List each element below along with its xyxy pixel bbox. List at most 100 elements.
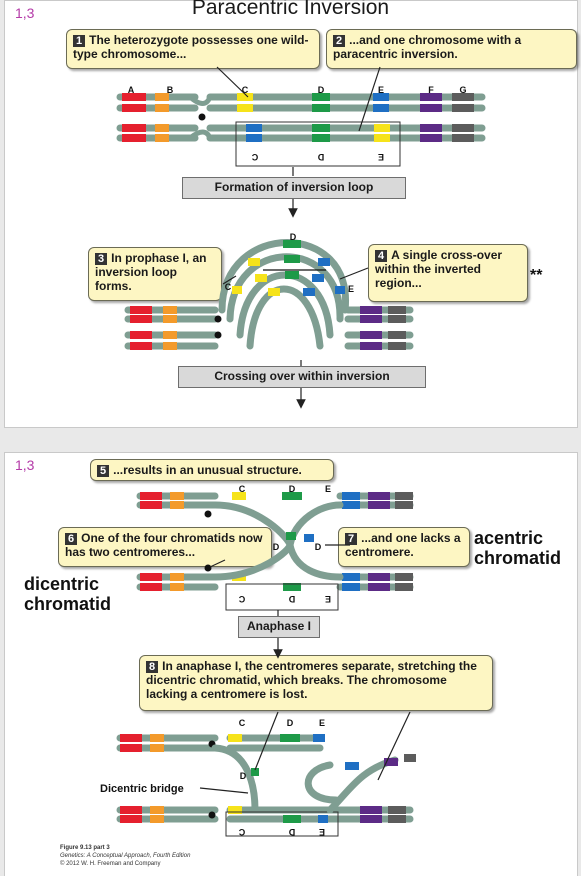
leader-line: [254, 711, 279, 771]
gene-band: [312, 93, 330, 101]
gene-band: [248, 258, 260, 266]
gene-label-inverted: D: [317, 152, 324, 162]
gene-band: [170, 583, 184, 591]
callout-number: 4: [375, 250, 388, 262]
gene-label-inverted: E: [319, 827, 325, 837]
dicentric-bridge: [211, 744, 259, 814]
gene-band: [246, 124, 262, 132]
gene-band: [342, 583, 360, 591]
gene-band: [388, 806, 406, 814]
gene-label-inverted: C: [251, 152, 258, 162]
gene-band: [170, 501, 184, 509]
callout-text: In anaphase I, the centromeres separate,…: [146, 659, 477, 701]
callout-number: 7: [345, 533, 358, 545]
gene-band: [232, 492, 246, 500]
gene-band: [232, 286, 242, 294]
gene-band: [280, 734, 300, 742]
callout-number: 8: [146, 661, 159, 673]
callout-number: 1: [73, 35, 86, 47]
gene-band: [286, 532, 296, 540]
gene-band: [150, 734, 164, 742]
gene-band: [140, 501, 162, 509]
gene-band: [452, 93, 474, 101]
gene-band: [150, 806, 164, 814]
gene-label: C: [239, 484, 246, 494]
gene-band: [251, 768, 259, 776]
callout-number: 6: [65, 533, 78, 545]
centromere: [204, 564, 212, 572]
gene-band: [345, 762, 359, 770]
leader-line: [377, 711, 411, 781]
gene-band: [395, 583, 413, 591]
gene-band: [120, 815, 142, 823]
callout-7: 7...and one lacks a centromere.: [338, 527, 470, 567]
gene-band: [395, 492, 413, 500]
gene-band: [282, 492, 302, 500]
gene-band: [283, 815, 301, 823]
gene-label-inverted: C: [238, 594, 245, 604]
gene-band: [395, 573, 413, 581]
gene-band: [452, 134, 474, 142]
gene-band: [155, 124, 169, 132]
gene-band: [360, 306, 382, 314]
gene-band: [285, 271, 299, 279]
figure-caption-title: Figure 9.13 part 3: [60, 845, 110, 851]
gene-band: [360, 342, 382, 350]
gene-band: [368, 492, 390, 500]
callout-text: ...results in an unusual structure.: [113, 463, 302, 477]
callout-text: In prophase I, an inversion loop forms.: [95, 251, 207, 293]
gene-band: [452, 124, 474, 132]
gene-band: [163, 342, 177, 350]
gene-band: [228, 806, 242, 814]
gene-band: [170, 573, 184, 581]
gene-label: D: [318, 85, 325, 95]
gene-band: [388, 315, 406, 323]
gene-band: [420, 93, 442, 101]
acentric-link: [286, 541, 344, 581]
gene-band: [255, 274, 267, 282]
step-crossing-over-within-inversion: Crossing over within inversion: [178, 366, 426, 388]
callout-5: 5...results in an unusual structure.: [90, 459, 334, 481]
leader-line: [222, 275, 237, 285]
gene-band: [140, 492, 162, 500]
gene-label: C: [239, 718, 246, 728]
gene-band: [374, 124, 390, 132]
gene-band: [155, 104, 169, 112]
gene-band: [284, 255, 300, 263]
gene-band: [373, 104, 389, 112]
page-title: Paracentric Inversion: [191, 0, 390, 19]
gene-band: [140, 573, 162, 581]
gene-band: [237, 104, 253, 112]
gene-band: [420, 104, 442, 112]
callout-number: 3: [95, 253, 108, 265]
gene-band: [120, 734, 142, 742]
acentric-link: [286, 501, 344, 549]
gene-label: F: [428, 85, 434, 95]
gene-band: [130, 331, 152, 339]
gene-band: [122, 104, 146, 112]
gene-band: [130, 306, 152, 314]
gene-band: [130, 315, 152, 323]
callout-number: 5: [97, 465, 110, 477]
gene-band: [342, 501, 360, 509]
acentric-fragment: [326, 756, 399, 814]
gene-band: [312, 274, 324, 282]
leader-line: [199, 787, 249, 794]
gene-band: [342, 492, 360, 500]
gene-band: [155, 93, 169, 101]
gene-band: [312, 134, 330, 142]
annotation-acentric-chromatid: acentric chromatid: [474, 528, 562, 568]
annotation-dicentric-chromatid: dicentric chromatid: [24, 574, 112, 614]
leader-line: [358, 66, 381, 132]
callout-text: ...and one lacks a centromere.: [345, 531, 461, 559]
gene-band: [163, 315, 177, 323]
centromere: [214, 331, 222, 339]
gene-band: [374, 134, 390, 142]
gene-label: A: [128, 85, 135, 95]
dicentric-link: [211, 501, 294, 549]
gene-label: E: [378, 85, 384, 95]
inversion-box-anaphase: [225, 811, 339, 837]
centromere: [198, 113, 206, 121]
